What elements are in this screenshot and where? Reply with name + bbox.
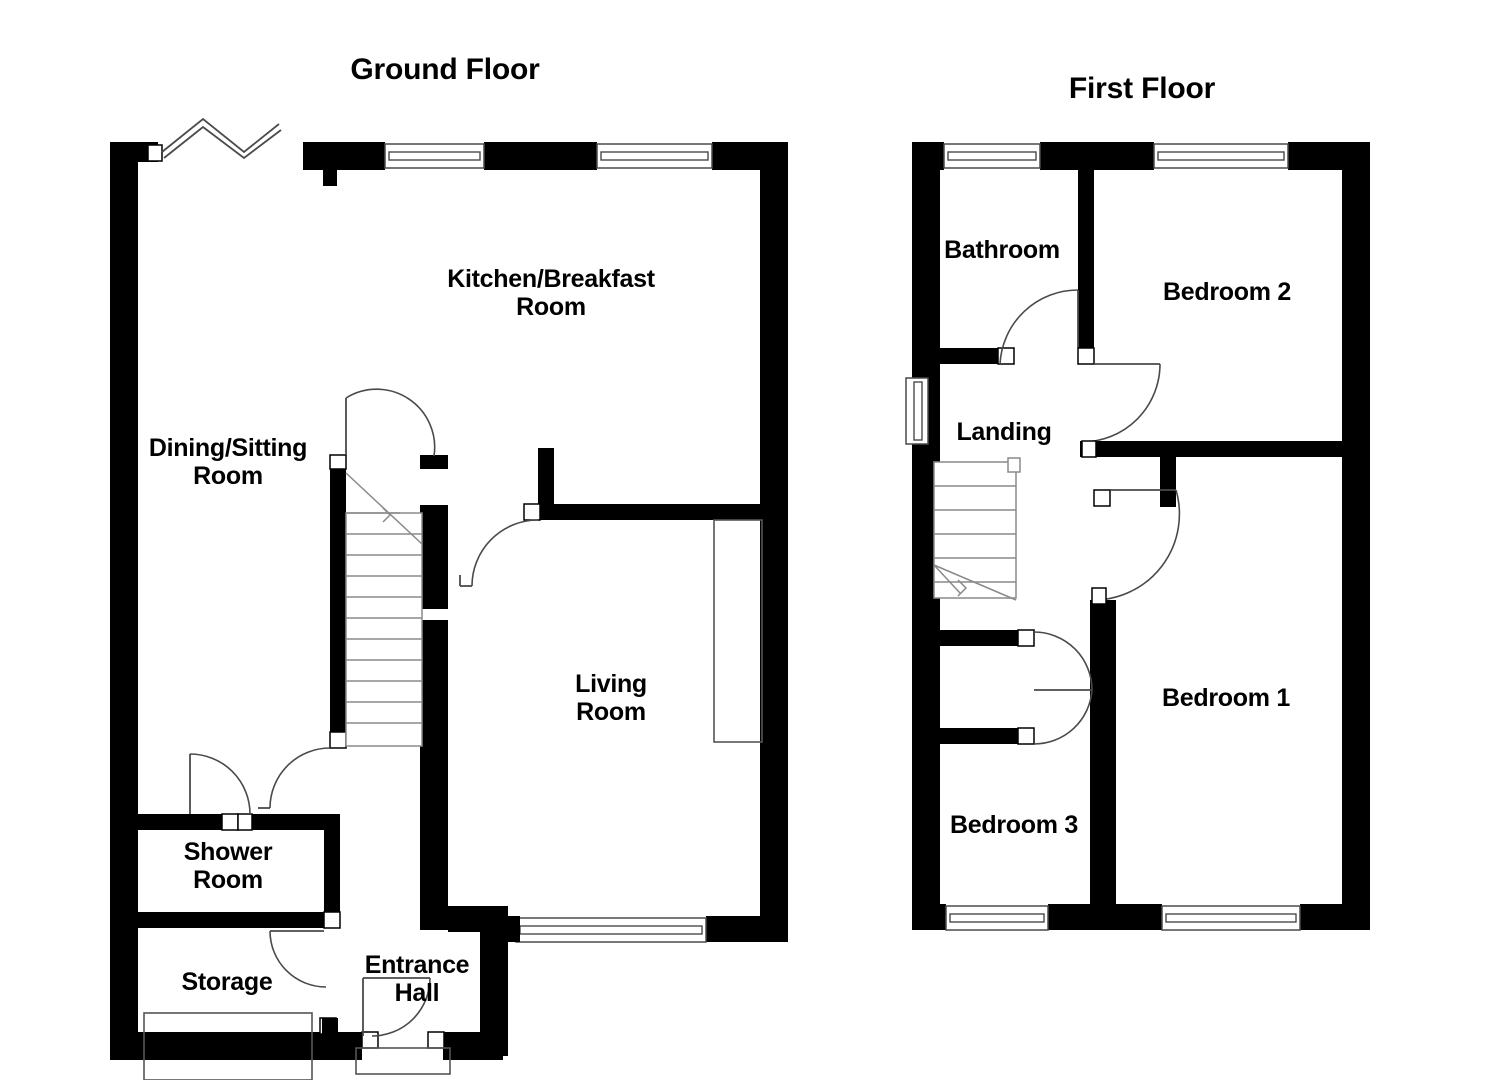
bathroom-window-north xyxy=(943,143,1041,169)
room-label-kitchen-breakfast: Kitchen/Breakfast Room xyxy=(447,265,655,321)
wall-ground-south-living-right xyxy=(706,916,788,942)
wall-bedroom3-north-lower xyxy=(926,728,1018,744)
wall-stairs-west xyxy=(330,455,346,746)
room-label-bedroom-3: Bedroom 3 xyxy=(950,811,1078,839)
living-room-bulkhead xyxy=(713,519,763,743)
room-label-bedroom-2: Bedroom 2 xyxy=(1163,278,1291,306)
first-floor-plan xyxy=(905,142,1370,931)
kitchen-window-north-left xyxy=(384,143,485,169)
wall-ground-south-left xyxy=(110,1032,330,1060)
wall-first-north-a xyxy=(912,142,944,170)
jamb-stairs-top-left xyxy=(329,454,347,470)
bedroom2-window-north xyxy=(1153,143,1289,169)
wall-ground-east xyxy=(760,142,788,930)
room-label-landing: Landing xyxy=(956,418,1052,446)
wall-first-north-c xyxy=(1288,142,1370,170)
wall-bathroom-east xyxy=(1078,142,1094,357)
room-label-bedroom-1: Bedroom 1 xyxy=(1162,684,1290,712)
bedroom1-window-south xyxy=(1161,905,1301,931)
wall-first-south-a xyxy=(912,904,946,930)
room-label-bathroom: Bathroom xyxy=(944,236,1060,264)
wall-living-north-horz xyxy=(538,504,766,520)
room-label-living-room: Living Room xyxy=(575,670,647,726)
wall-stairs-east-lower xyxy=(420,620,448,930)
wall-first-north-b xyxy=(1040,142,1154,170)
kitchen-window-north-right xyxy=(596,143,713,169)
wall-stairs-east xyxy=(420,505,448,609)
room-label-dining-sitting: Dining/Sitting Room xyxy=(148,434,308,490)
living-room-window-south xyxy=(515,917,707,943)
wall-bathroom-south xyxy=(926,348,998,364)
door-living-room[interactable] xyxy=(459,503,541,587)
ground-floor-plan xyxy=(110,117,788,1080)
room-label-entrance-hall: Entrance Hall xyxy=(364,951,470,1007)
door-shower-room[interactable] xyxy=(189,753,253,831)
wall-bedroom2-nib xyxy=(1160,441,1176,507)
wall-first-east xyxy=(1342,142,1370,930)
wall-ground-north-b xyxy=(484,142,597,170)
door-bathroom[interactable] xyxy=(997,289,1079,365)
door-bedroom1[interactable] xyxy=(1091,489,1181,605)
landing-window-west xyxy=(905,377,929,445)
room-label-storage: Storage xyxy=(181,968,273,996)
wall-shower-east xyxy=(324,814,340,926)
wall-shower-south xyxy=(110,912,340,928)
door-bedroom3[interactable] xyxy=(1017,629,1093,745)
first-floor-title: First Floor xyxy=(1068,72,1216,105)
door-entrance-front[interactable] xyxy=(355,977,451,1075)
wall-storage-east xyxy=(322,1018,338,1060)
wall-shower-north-right xyxy=(250,814,340,830)
ground-floor-staircase xyxy=(345,472,423,747)
ground-floor-title: Ground Floor xyxy=(350,53,540,86)
wall-shower-north xyxy=(110,814,222,830)
wall-first-south-c xyxy=(1300,904,1370,930)
storage-cupboard-outline xyxy=(143,1012,313,1080)
wall-bedroom3-north xyxy=(926,630,1018,646)
bedroom3-window-south xyxy=(945,905,1049,931)
wall-ground-north-a xyxy=(303,142,385,170)
door-stairs-bottom[interactable] xyxy=(258,731,347,809)
wall-bedroom2-south xyxy=(1080,441,1342,457)
wall-kitchen-hall-divider xyxy=(420,455,448,469)
wall-bedroom1-west xyxy=(1090,600,1116,930)
bifold-door-dining-north[interactable] xyxy=(147,117,282,162)
door-bedroom2[interactable] xyxy=(1077,347,1161,458)
door-kitchen-to-hall[interactable] xyxy=(345,388,436,457)
wall-ground-north-stub xyxy=(110,142,158,162)
wall-living-north-vert xyxy=(538,448,554,514)
first-floor-staircase xyxy=(933,457,1021,601)
room-label-shower-room: Shower Room xyxy=(183,838,273,894)
wall-ground-north-nib xyxy=(323,142,337,186)
wall-ground-west xyxy=(110,142,138,1060)
wall-ground-south-living-left xyxy=(480,916,520,942)
